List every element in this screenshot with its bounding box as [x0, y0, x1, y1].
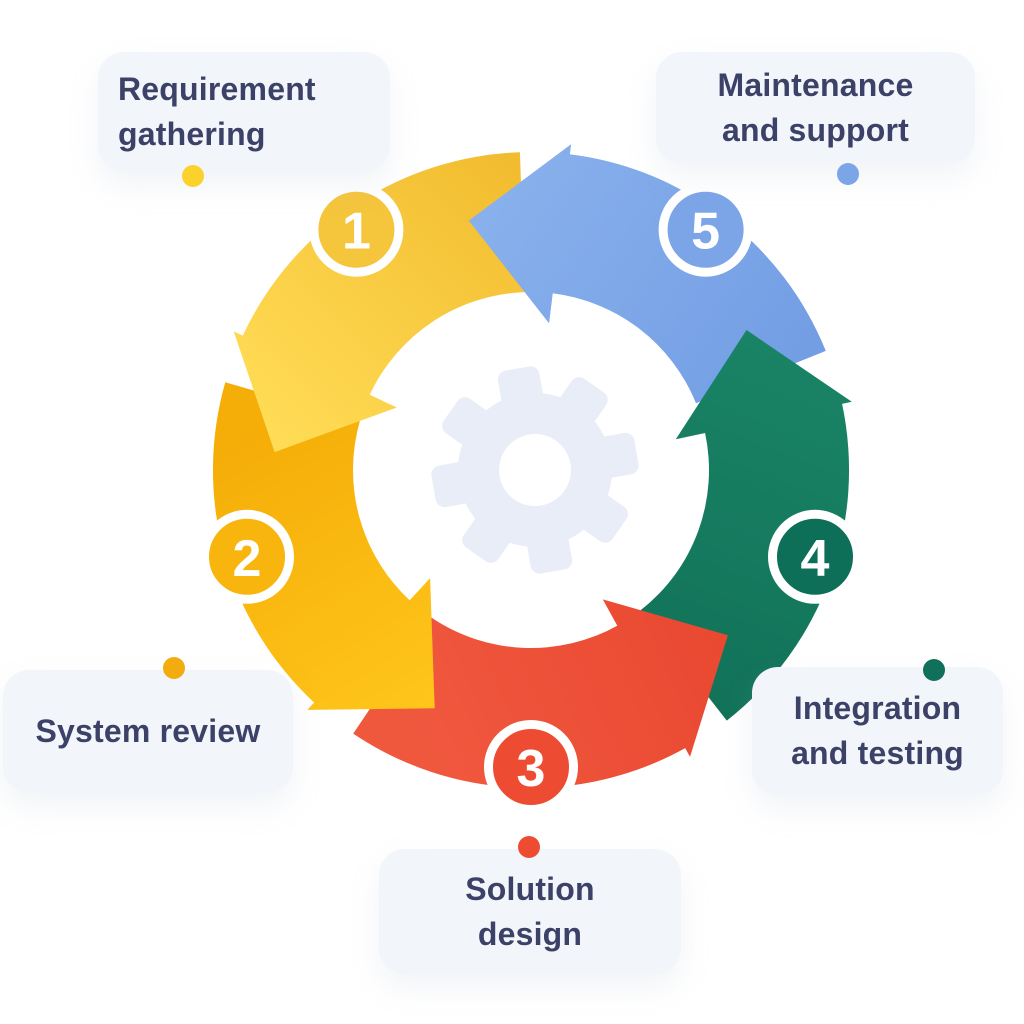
step-4-label-line2: and testing [791, 735, 964, 771]
step-3-label-line2: design [477, 915, 583, 952]
step-4-badge-circle [768, 509, 862, 604]
step-3-label-line1: Solution [465, 870, 595, 907]
step-5-badge-circle [658, 182, 753, 277]
step-5-connector-dot [837, 163, 859, 185]
step-2-label-card: System review [3, 670, 293, 793]
gear-icon [431, 366, 639, 574]
step-1-badge: 1 [309, 182, 404, 277]
gear-hole [499, 434, 571, 506]
step-3-badge-circle [484, 720, 578, 814]
arc-arrow-segment-3 [353, 599, 728, 788]
step-1-label-card: Requirement gathering [98, 52, 390, 172]
step-4-badge: 4 [768, 509, 862, 604]
step-2-badge-circle [200, 509, 294, 604]
step-5-badge-number: 5 [691, 203, 720, 261]
step-3-badge-number: 3 [517, 740, 546, 798]
step-1-badge-number: 1 [342, 203, 371, 261]
arc-arrow-segment-5-head [468, 144, 671, 324]
step-3-badge: 3 [484, 720, 578, 814]
step-2-badge: 2 [200, 509, 294, 604]
arc-arrow-segment-4 [640, 330, 852, 721]
step-2-connector-dot [163, 657, 185, 679]
arc-arrow-segment-1 [233, 152, 525, 453]
step-2-label-line1: System review [35, 713, 261, 749]
step-1-label-line1: Requirement [118, 71, 316, 107]
step-4-label-card: Integration and testing [752, 667, 1003, 795]
step-5-label-card: Maintenance and support [656, 52, 975, 164]
step-3-label-card: Solution design [379, 849, 681, 974]
step-5-badge: 5 [658, 182, 753, 277]
arc-arrow-segment-2 [212, 382, 435, 710]
step-1-label-line2: gathering [118, 116, 266, 152]
step-1-connector-dot [182, 165, 204, 187]
step-4-badge-number: 4 [801, 530, 830, 588]
step-2-badge-number: 2 [233, 530, 262, 588]
step-1-badge-circle [309, 182, 404, 277]
step-5-label-line1: Maintenance [717, 67, 914, 103]
step-5-label-line2: and support [721, 112, 910, 148]
step-4-label-line1: Integration [793, 690, 962, 726]
step-4-connector-dot [923, 659, 945, 681]
step-3-connector-dot [518, 836, 540, 858]
